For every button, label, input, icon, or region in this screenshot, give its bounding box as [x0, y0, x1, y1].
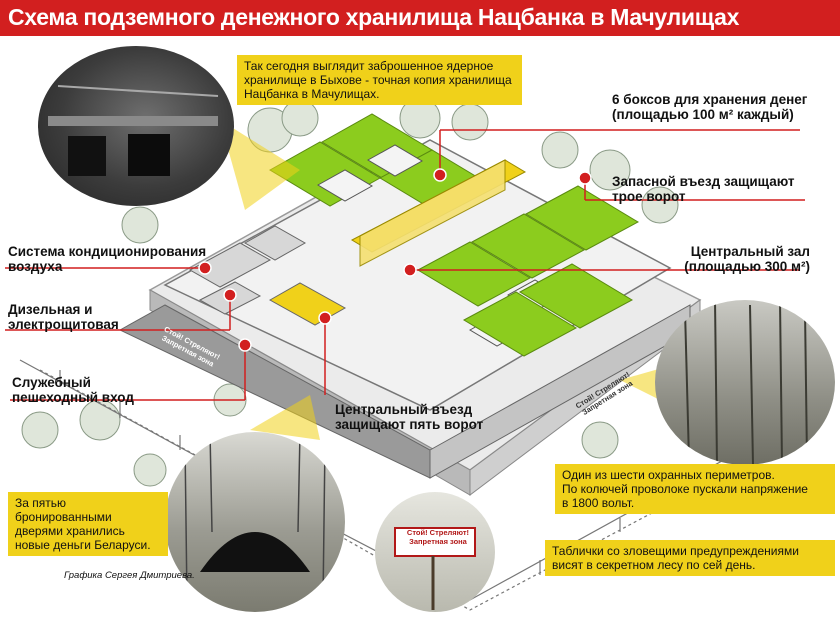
photo-bykhov-storage — [38, 46, 234, 206]
marker-service — [238, 338, 252, 352]
callout-perimeters: Один из шести охранных периметров. По ко… — [555, 464, 835, 514]
photo-armored-doors — [165, 432, 345, 612]
pointer-bykhov — [220, 120, 300, 210]
title-bar — [0, 0, 840, 36]
label-service-entry: Служебный пешеходный вход — [12, 375, 134, 405]
callout-bykhov: Так сегодня выглядит заброшенное ядерное… — [237, 55, 522, 105]
photo-sign-text: Стой! Стреляют! Запретная зона — [406, 528, 470, 546]
label-diesel: Дизельная и электрощитовая — [8, 302, 119, 332]
label-air-conditioning: Система кондиционирования воздуха — [8, 244, 207, 274]
label-boxes: 6 боксов для хранения денег (площадью 10… — [612, 92, 808, 122]
marker-central-entry — [318, 311, 332, 325]
photo-forest-perimeter — [655, 300, 835, 465]
marker-reserve — [578, 171, 592, 185]
callout-signs: Таблички со зловещими предупреждениями в… — [545, 540, 835, 576]
graphics-credit: Графика Сергея Дмитриева. — [64, 570, 195, 581]
leader-lines — [5, 129, 805, 401]
location-markers — [198, 168, 592, 352]
label-central-hall: Центральный зал (площадью 300 м²) — [684, 244, 810, 274]
marker-diesel — [223, 288, 237, 302]
forest-trees — [21, 97, 679, 489]
vault-boxes-lower — [416, 185, 640, 357]
marker-boxes — [433, 168, 447, 182]
label-central-entry: Центральный въезд защищают пять ворот — [335, 402, 484, 432]
photo-warning-sign — [375, 492, 495, 612]
label-reserve-entry: Запасной въезд защищают трое ворот — [612, 174, 795, 204]
marker-hall — [403, 263, 417, 277]
central-hall-wall — [359, 159, 506, 267]
page-title: Схема подземного денежного хранилища Нац… — [8, 4, 740, 30]
callout-doors: За пятью бронированными дверями хранилис… — [8, 492, 168, 556]
marker-air — [198, 261, 212, 275]
pointer-doors — [250, 395, 320, 440]
